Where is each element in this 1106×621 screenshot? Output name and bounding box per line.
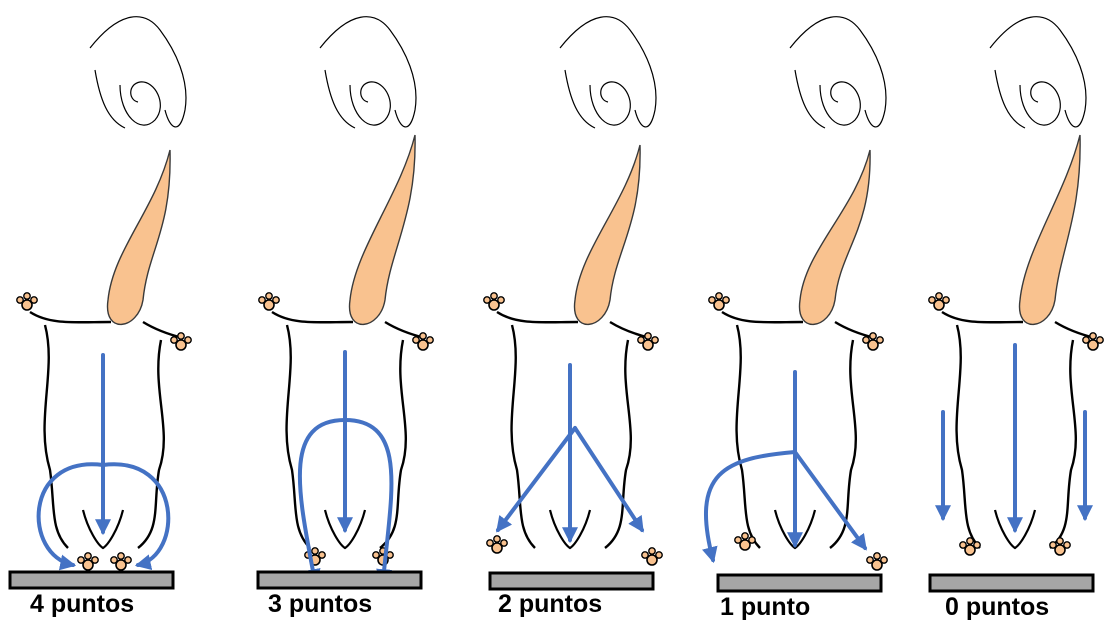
body-right-outline [1050, 340, 1076, 548]
hindpaw-left-icon [960, 538, 980, 555]
platform [930, 575, 1093, 591]
hand-icon [320, 17, 416, 128]
hand-icon [990, 17, 1086, 128]
shoulders-outline [722, 312, 875, 338]
score-label: 0 puntos [945, 593, 1049, 621]
panel-score-3: 3 puntos [258, 17, 433, 618]
arrow-right-down [345, 420, 391, 582]
forepaw-left-icon [709, 293, 729, 310]
forepaw-left-icon [929, 293, 949, 310]
arrow-right-spread [575, 428, 642, 530]
hindpaw-right-icon [642, 548, 662, 565]
panel-score-0: 0 puntos [929, 17, 1103, 621]
body-left-outline [287, 325, 310, 548]
platform [490, 573, 653, 589]
body-left-outline [512, 325, 535, 548]
tail [108, 150, 171, 324]
shoulders-outline [30, 312, 183, 338]
arrow-left-wrap [39, 464, 103, 565]
shoulders-outline [497, 312, 650, 338]
body-left-outline [45, 325, 68, 548]
score-label: 3 puntos [268, 590, 372, 618]
platform [10, 572, 173, 588]
tail [800, 150, 871, 324]
forepaw-left-icon [259, 293, 279, 310]
tail [350, 135, 416, 324]
hindpaw-right-icon [867, 553, 887, 570]
shoulders-outline [272, 312, 425, 338]
body-left-outline [737, 325, 760, 548]
panel-score-1: 1 punto [706, 17, 887, 621]
hand-icon [790, 17, 886, 128]
platform [718, 575, 881, 591]
panel-score-4: 4 puntos [10, 17, 191, 618]
score-label: 2 puntos [498, 590, 602, 618]
body-right-outline [605, 340, 631, 548]
platform [258, 572, 421, 588]
hindpaw-right-icon [111, 553, 131, 570]
tail [575, 145, 641, 324]
shoulders-outline [942, 312, 1095, 338]
body-right-outline [138, 340, 164, 548]
hand-icon [560, 17, 656, 128]
tail [1020, 135, 1081, 324]
hindpaw-left-icon [78, 553, 98, 570]
hindpaw-right-icon [1050, 538, 1070, 555]
score-label: 1 punto [720, 593, 810, 621]
forepaw-left-icon [484, 293, 504, 310]
arrow-left-spread [498, 428, 575, 530]
forepaw-left-icon [17, 293, 37, 310]
score-label: 4 puntos [30, 590, 134, 618]
body-left-outline [957, 325, 980, 548]
panel-score-2: 2 puntos [484, 17, 662, 618]
hand-icon [90, 17, 186, 128]
hindpaw-left-icon [487, 536, 507, 553]
